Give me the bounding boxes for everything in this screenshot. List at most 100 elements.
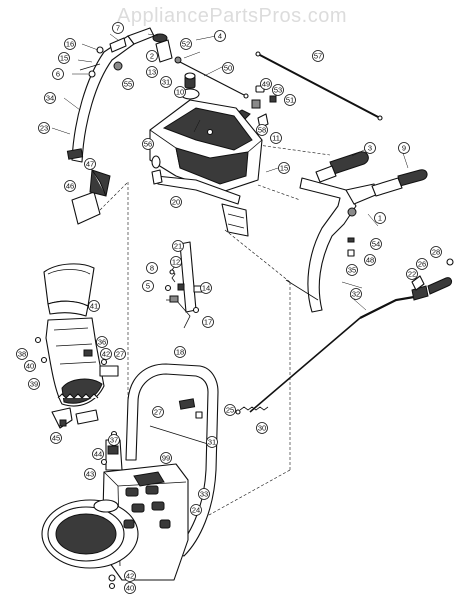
- callout-24: 24: [190, 504, 202, 516]
- svg-text:18: 18: [176, 348, 184, 357]
- svg-text:6: 6: [56, 70, 60, 79]
- callout-33: 33: [198, 488, 210, 500]
- svg-text:54: 54: [372, 240, 380, 249]
- callout-41: 41: [88, 300, 100, 312]
- svg-text:41: 41: [90, 302, 98, 311]
- handle-grips: [315, 151, 428, 197]
- svg-text:26: 26: [418, 260, 426, 269]
- svg-text:5: 5: [146, 282, 150, 291]
- svg-text:58: 58: [258, 126, 266, 135]
- svg-text:35: 35: [348, 266, 356, 275]
- callout-32: 32: [350, 288, 362, 300]
- callout-44: 44: [92, 448, 104, 460]
- svg-text:24: 24: [192, 506, 200, 515]
- callout-27b: 27: [152, 406, 164, 418]
- callout-99: 99: [160, 452, 172, 464]
- callout-31b: 31: [206, 436, 218, 448]
- svg-text:50: 50: [224, 64, 232, 73]
- fastener-cluster: [233, 85, 277, 129]
- svg-text:38: 38: [18, 350, 26, 359]
- callout-23: 23: [38, 122, 50, 134]
- svg-text:30: 30: [258, 424, 266, 433]
- callout-40b: 40: [124, 582, 136, 594]
- callout-11: 11: [270, 132, 282, 144]
- svg-text:3: 3: [368, 144, 372, 153]
- callout-22: 22: [406, 268, 418, 280]
- callout-21: 21: [172, 240, 184, 252]
- svg-text:32: 32: [352, 290, 360, 299]
- shift-rod: [249, 285, 429, 413]
- callout-51: 51: [284, 94, 296, 106]
- callout-10: 10: [174, 86, 186, 98]
- callout-15a: 15: [58, 52, 70, 64]
- callout-46: 46: [64, 180, 76, 192]
- callout-12: 12: [170, 256, 182, 268]
- callout-34: 34: [44, 92, 56, 104]
- svg-text:9: 9: [402, 144, 406, 153]
- bolt-54-48: [347, 237, 355, 257]
- svg-text:27: 27: [154, 408, 162, 417]
- callout-31a: 31: [160, 76, 172, 88]
- svg-text:21: 21: [174, 242, 182, 251]
- svg-text:53: 53: [274, 86, 282, 95]
- svg-text:37: 37: [110, 436, 118, 445]
- callout-9: 9: [398, 142, 410, 154]
- callout-3: 3: [364, 142, 376, 154]
- callout-58: 58: [256, 124, 268, 136]
- svg-text:42: 42: [102, 350, 110, 359]
- svg-text:51: 51: [286, 96, 294, 105]
- watermark: AppliancePartsPros.com: [117, 5, 347, 27]
- svg-text:25: 25: [226, 406, 234, 415]
- svg-text:40: 40: [126, 584, 134, 593]
- upper-handle: [66, 27, 155, 163]
- callout-53: 53: [272, 84, 284, 96]
- svg-text:33: 33: [200, 490, 208, 499]
- svg-text:46: 46: [66, 182, 74, 191]
- callout-38: 38: [16, 348, 28, 360]
- callout-6: 6: [52, 68, 64, 80]
- svg-text:31: 31: [208, 438, 216, 447]
- callout-43: 43: [84, 468, 96, 480]
- svg-text:13: 13: [148, 68, 156, 77]
- svg-text:2: 2: [150, 52, 154, 61]
- callout-35: 35: [346, 264, 358, 276]
- handle-top-hardware: [79, 33, 182, 78]
- callout-57: 57: [312, 50, 324, 62]
- svg-text:34: 34: [46, 94, 54, 103]
- callout-54: 54: [370, 238, 382, 250]
- svg-text:22: 22: [408, 270, 416, 279]
- svg-text:17: 17: [204, 318, 212, 327]
- svg-text:11: 11: [272, 134, 280, 143]
- callout-5: 5: [142, 280, 154, 292]
- spring-30: [235, 406, 269, 415]
- callout-8: 8: [146, 262, 158, 274]
- callout-25: 25: [224, 404, 236, 416]
- rod-50: [179, 61, 249, 99]
- bracket-20: [155, 175, 249, 237]
- svg-text:7: 7: [116, 24, 120, 33]
- lower-handle: [285, 177, 379, 313]
- callout-20: 20: [170, 196, 182, 208]
- svg-text:57: 57: [314, 52, 322, 61]
- svg-text:49: 49: [262, 80, 270, 89]
- rod-57: [255, 51, 383, 121]
- callout-1: 1: [374, 212, 386, 224]
- svg-text:4: 4: [218, 32, 222, 41]
- linkage-assembly: [164, 241, 203, 329]
- callout-2: 2: [146, 50, 158, 62]
- svg-text:1: 1: [378, 214, 382, 223]
- svg-text:45: 45: [52, 434, 60, 443]
- svg-text:47: 47: [86, 160, 94, 169]
- svg-text:23: 23: [40, 124, 48, 133]
- callout-18: 18: [174, 346, 186, 358]
- svg-text:36: 36: [98, 338, 106, 347]
- svg-text:15: 15: [280, 164, 288, 173]
- svg-text:99: 99: [162, 454, 170, 463]
- svg-text:28: 28: [432, 248, 440, 257]
- callout-39: 39: [28, 378, 40, 390]
- callout-4: 4: [214, 30, 226, 42]
- svg-text:10: 10: [176, 88, 184, 97]
- svg-text:48: 48: [366, 256, 374, 265]
- assembly-guide-lines: [99, 144, 331, 521]
